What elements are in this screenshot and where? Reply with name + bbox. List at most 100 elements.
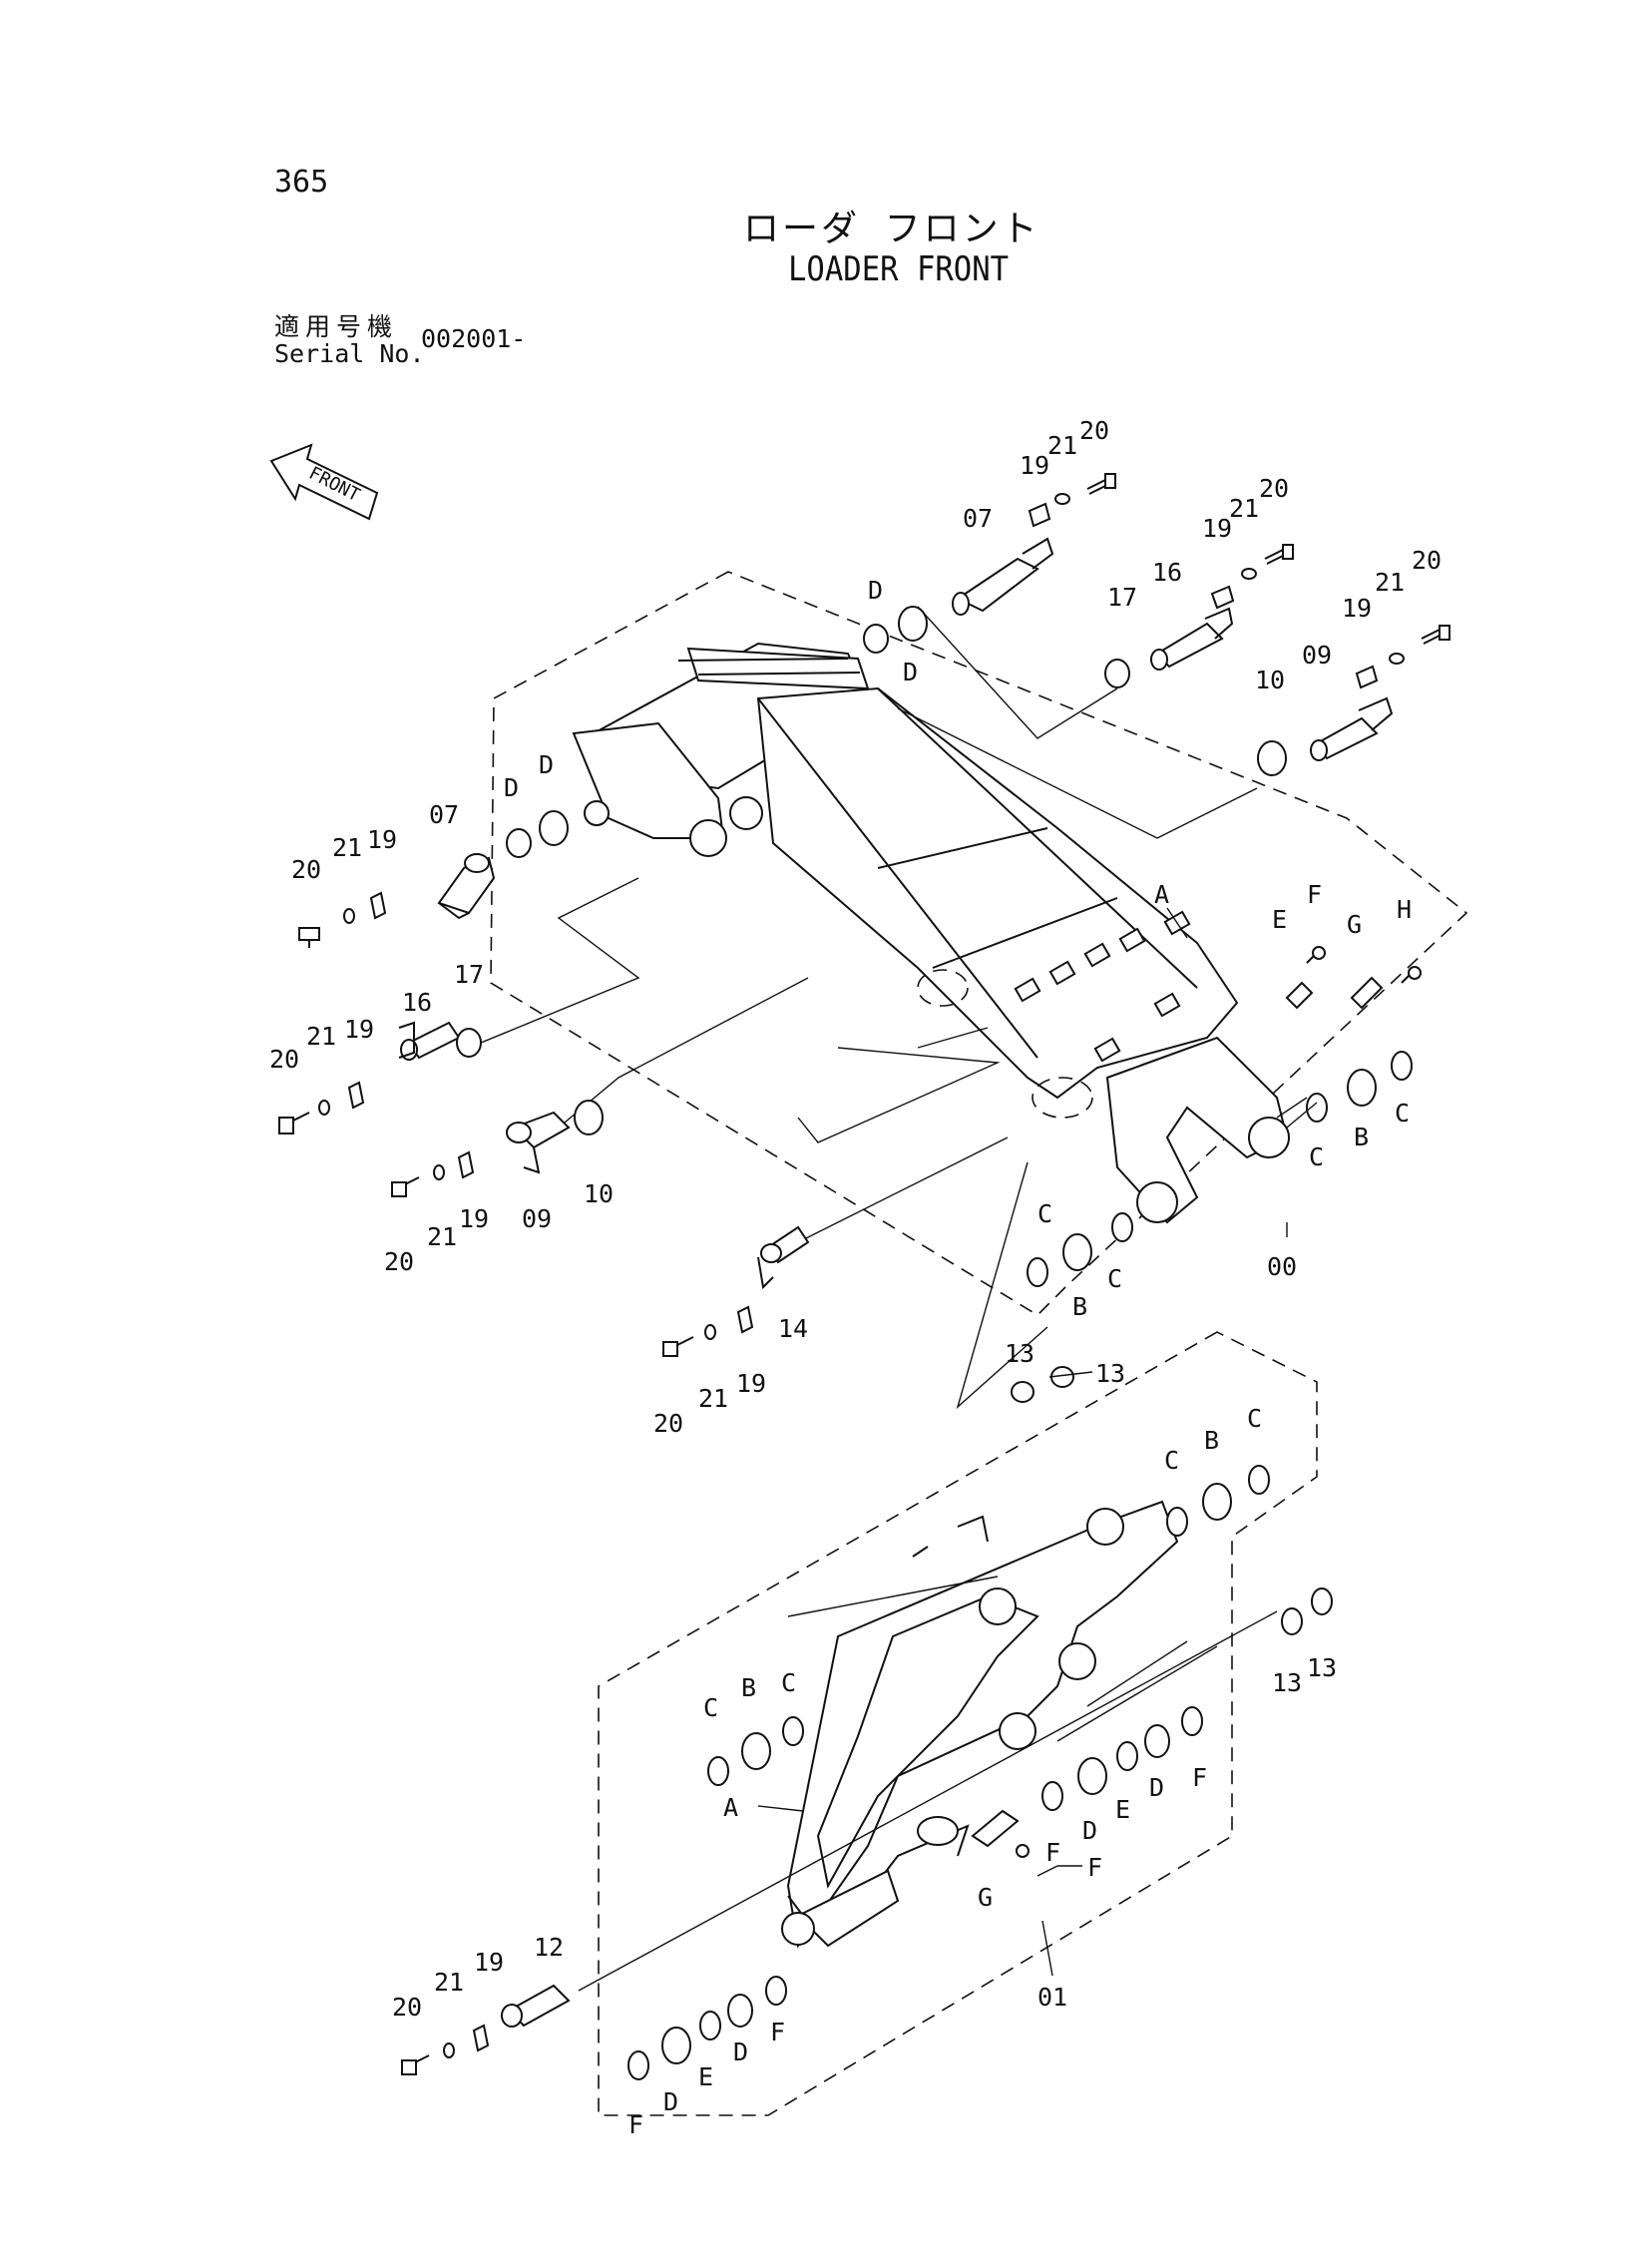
label-C: C <box>703 1693 718 1722</box>
label-19: 19 <box>459 1204 489 1233</box>
washer-21-icon <box>318 493 1405 2058</box>
bolt-f-lower <box>1016 1844 1030 1858</box>
label-13: 13 <box>1272 1668 1302 1697</box>
label-21: 21 <box>1375 568 1405 597</box>
label-D: D <box>868 576 883 605</box>
label-F: F <box>1192 1763 1207 1792</box>
plate-19-icon <box>347 502 1379 2052</box>
label-20: 20 <box>291 855 321 884</box>
label-C: C <box>1309 1142 1324 1171</box>
label-16: 16 <box>402 988 432 1017</box>
label-00: 00 <box>1267 1252 1297 1281</box>
label-D: D <box>504 773 519 802</box>
label-20: 20 <box>653 1409 683 1438</box>
label-21: 21 <box>332 833 362 862</box>
pin-12-icon <box>501 1984 571 2028</box>
bushings-shims <box>456 606 1413 2080</box>
label-19: 19 <box>367 825 397 854</box>
label-A: A <box>1154 880 1169 909</box>
boom-part-a <box>572 642 1290 1224</box>
label-09: 09 <box>1302 641 1332 670</box>
label-19: 19 <box>344 1015 374 1044</box>
pin-14-icon <box>757 1225 810 1290</box>
lower-frame-part <box>781 1500 1179 1949</box>
serial-number: 002001- <box>421 324 527 353</box>
pin-07-upper-icon <box>952 537 1054 616</box>
label-D: D <box>1082 1816 1097 1845</box>
label-20: 20 <box>384 1247 414 1276</box>
label-17: 17 <box>454 960 484 989</box>
label-16: 16 <box>1152 558 1182 587</box>
serial-label: Serial No. <box>274 339 425 368</box>
label-C: C <box>1037 1199 1052 1228</box>
label-10: 10 <box>1255 666 1285 694</box>
label-21: 21 <box>427 1222 457 1251</box>
page-number: 365 <box>274 165 329 200</box>
plate-g <box>971 1809 1020 1848</box>
leader-lines <box>757 907 1318 1977</box>
label-21: 21 <box>306 1022 336 1051</box>
label-D: D <box>733 2038 748 2066</box>
label-12: 12 <box>534 1933 564 1962</box>
label-E: E <box>1115 1795 1130 1824</box>
label-C: C <box>1395 1099 1410 1128</box>
label-07: 07 <box>429 800 459 829</box>
label-20: 20 <box>1079 416 1109 445</box>
label-B: B <box>1204 1426 1219 1455</box>
label-C: C <box>781 1668 796 1697</box>
label-21: 21 <box>434 1968 464 1997</box>
label-G: G <box>978 1883 993 1912</box>
label-20: 20 <box>269 1045 299 1074</box>
pin-07-left-icon <box>437 853 496 920</box>
title-japanese: ローダ フロント <box>743 209 1040 249</box>
label-F: F <box>1087 1853 1102 1882</box>
label-B: B <box>1354 1123 1369 1151</box>
label-F: F <box>628 2110 643 2139</box>
label-20: 20 <box>392 1993 422 2022</box>
label-21: 21 <box>698 1384 728 1413</box>
label-13: 13 <box>1095 1359 1125 1388</box>
label-E: E <box>698 2062 713 2091</box>
label-E: E <box>1272 905 1287 934</box>
label-20: 20 <box>1259 474 1289 503</box>
label-13: 13 <box>1005 1339 1034 1368</box>
label-14: 14 <box>778 1314 808 1343</box>
pin-16-left-icon <box>398 1021 461 1061</box>
label-21: 21 <box>1229 494 1259 523</box>
label-A: A <box>723 1793 738 1822</box>
serial-label-japanese: 適用号機 <box>274 312 399 341</box>
label-D: D <box>663 2087 678 2116</box>
front-arrow-label: FRONT <box>305 463 363 506</box>
label-19: 19 <box>474 1948 504 1977</box>
label-D: D <box>539 750 554 779</box>
callout-labels: 07 19 21 20 D D 17 16 19 21 20 10 09 19 … <box>269 416 1442 2139</box>
label-G: G <box>1347 910 1362 939</box>
label-D: D <box>1149 1773 1164 1802</box>
label-C: C <box>1164 1446 1179 1475</box>
front-arrow-icon: FRONT <box>269 443 379 521</box>
pin-09-left-icon <box>506 1111 571 1174</box>
label-20: 20 <box>1412 546 1442 575</box>
label-10: 10 <box>584 1179 614 1208</box>
pin-09-upper-icon <box>1310 696 1394 761</box>
label-19: 19 <box>1202 514 1232 543</box>
label-C: C <box>1247 1404 1262 1433</box>
bolt-20-icon <box>278 473 1450 2075</box>
label-F: F <box>770 2018 785 2046</box>
label-17: 17 <box>1107 583 1137 612</box>
label-D: D <box>903 658 918 686</box>
label-F: F <box>1045 1838 1060 1867</box>
boom-assembly-outline <box>490 571 1468 1317</box>
label-B: B <box>741 1673 756 1702</box>
label-01: 01 <box>1037 1983 1067 2012</box>
label-13: 13 <box>1307 1653 1337 1682</box>
label-21: 21 <box>1047 431 1077 460</box>
label-07: 07 <box>963 504 993 533</box>
lower-frame-assembly-outline <box>598 1331 1318 2116</box>
label-19: 19 <box>1342 594 1372 623</box>
label-19: 19 <box>736 1369 766 1398</box>
label-B: B <box>1072 1292 1087 1321</box>
page-title: LOADER FRONT <box>788 249 1010 289</box>
label-H: H <box>1397 895 1412 924</box>
